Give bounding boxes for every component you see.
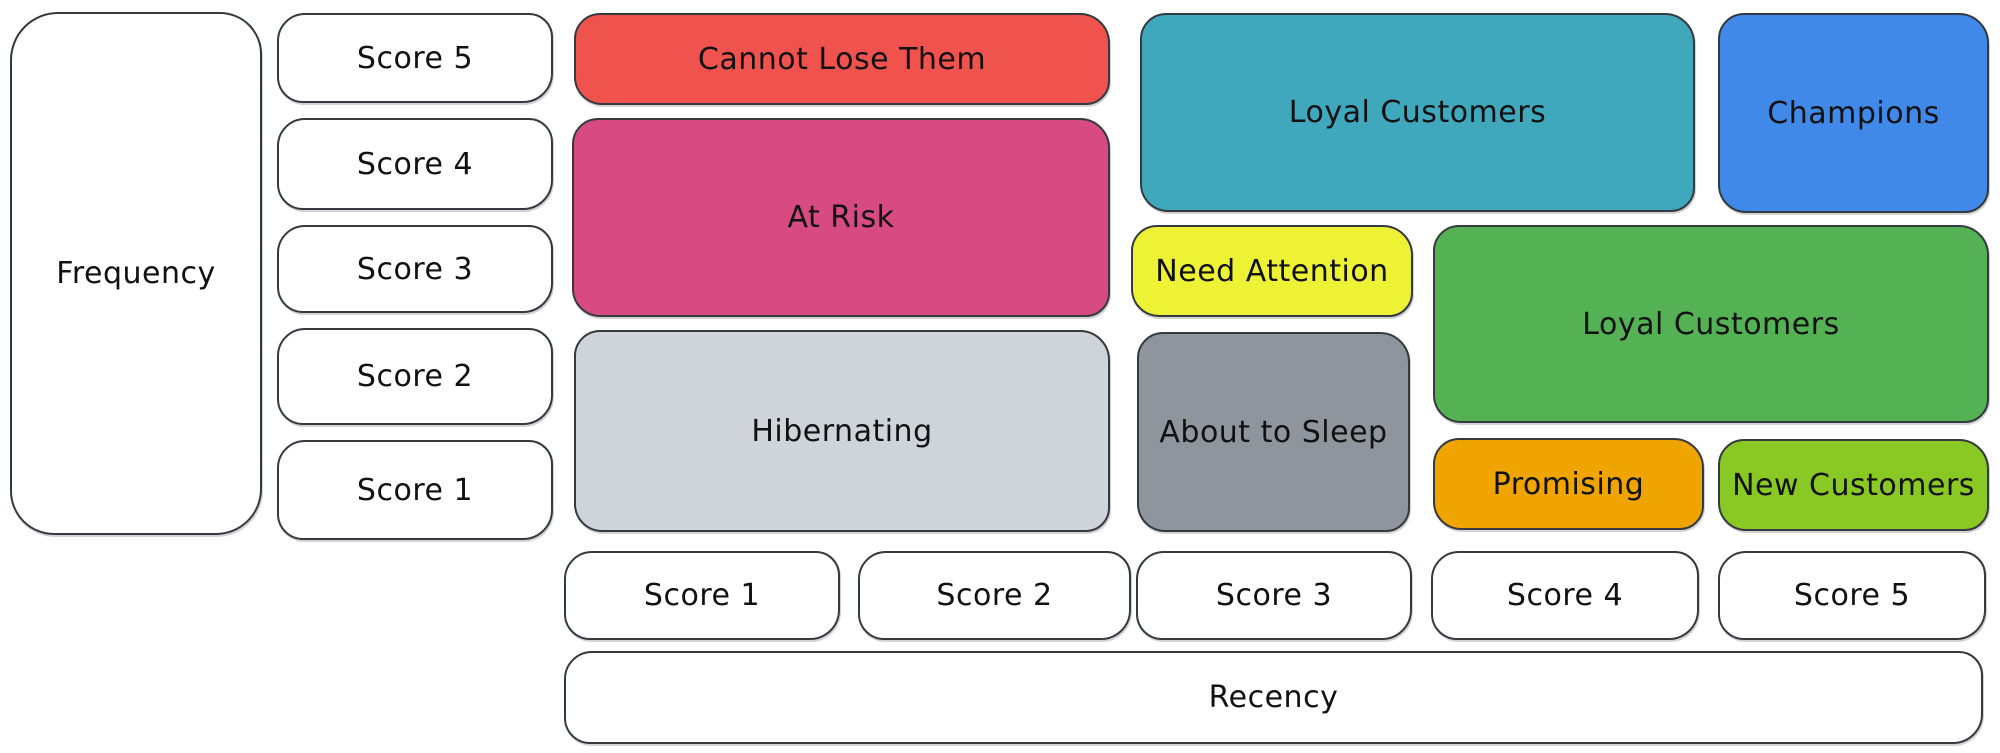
- segment-promising-label: Promising: [1492, 466, 1645, 502]
- recency-score-4-label: Score 4: [1506, 578, 1624, 613]
- recency-axis-label: Recency: [1208, 680, 1339, 715]
- segment-loyal-customers-top: Loyal Customers: [1140, 13, 1695, 212]
- frequency-score-5: Score 5: [277, 13, 553, 103]
- recency-score-3: Score 3: [1136, 551, 1412, 640]
- segment-new-customers-label: New Customers: [1732, 467, 1975, 503]
- frequency-score-5-label: Score 5: [356, 40, 474, 76]
- segment-champions-label: Champions: [1767, 95, 1940, 131]
- segment-new-customers: New Customers: [1718, 439, 1989, 531]
- recency-score-5-label: Score 5: [1793, 578, 1911, 613]
- segment-loyal-customers-top-label: Loyal Customers: [1288, 95, 1547, 130]
- segment-at-risk: At Risk: [572, 118, 1110, 317]
- frequency-score-4-label: Score 4: [356, 146, 474, 182]
- segment-about-to-sleep-label: About to Sleep: [1159, 414, 1388, 450]
- frequency-axis: Frequency: [10, 12, 262, 535]
- recency-score-5: Score 5: [1718, 551, 1986, 640]
- segment-champions: Champions: [1718, 13, 1989, 213]
- segment-hibernating: Hibernating: [574, 330, 1110, 532]
- frequency-score-3: Score 3: [277, 225, 553, 313]
- frequency-score-3-label: Score 3: [356, 251, 474, 287]
- segment-promising: Promising: [1433, 438, 1704, 530]
- segment-about-to-sleep: About to Sleep: [1137, 332, 1410, 532]
- recency-score-2-label: Score 2: [936, 578, 1053, 613]
- segment-loyal-customers-mid-label: Loyal Customers: [1582, 306, 1840, 342]
- frequency-axis-label: Frequency: [56, 256, 216, 291]
- frequency-score-2: Score 2: [277, 328, 553, 425]
- frequency-score-4: Score 4: [277, 118, 553, 210]
- segment-cannot-lose-them-label: Cannot Lose Them: [697, 41, 987, 77]
- recency-score-2: Score 2: [858, 551, 1131, 640]
- segment-need-attention: Need Attention: [1131, 225, 1413, 317]
- segment-at-risk-label: At Risk: [787, 200, 895, 235]
- frequency-score-1-label: Score 1: [356, 472, 474, 508]
- recency-score-1: Score 1: [564, 551, 840, 640]
- segment-cannot-lose-them: Cannot Lose Them: [574, 13, 1110, 105]
- segment-need-attention-label: Need Attention: [1155, 253, 1389, 289]
- recency-axis: Recency: [564, 651, 1983, 744]
- segment-loyal-customers-mid: Loyal Customers: [1433, 225, 1989, 423]
- recency-score-1-label: Score 1: [643, 578, 761, 613]
- frequency-score-2-label: Score 2: [356, 359, 474, 394]
- recency-score-3-label: Score 3: [1215, 578, 1333, 613]
- frequency-score-1: Score 1: [277, 440, 553, 540]
- segment-hibernating-label: Hibernating: [751, 413, 933, 449]
- recency-score-4: Score 4: [1431, 551, 1699, 640]
